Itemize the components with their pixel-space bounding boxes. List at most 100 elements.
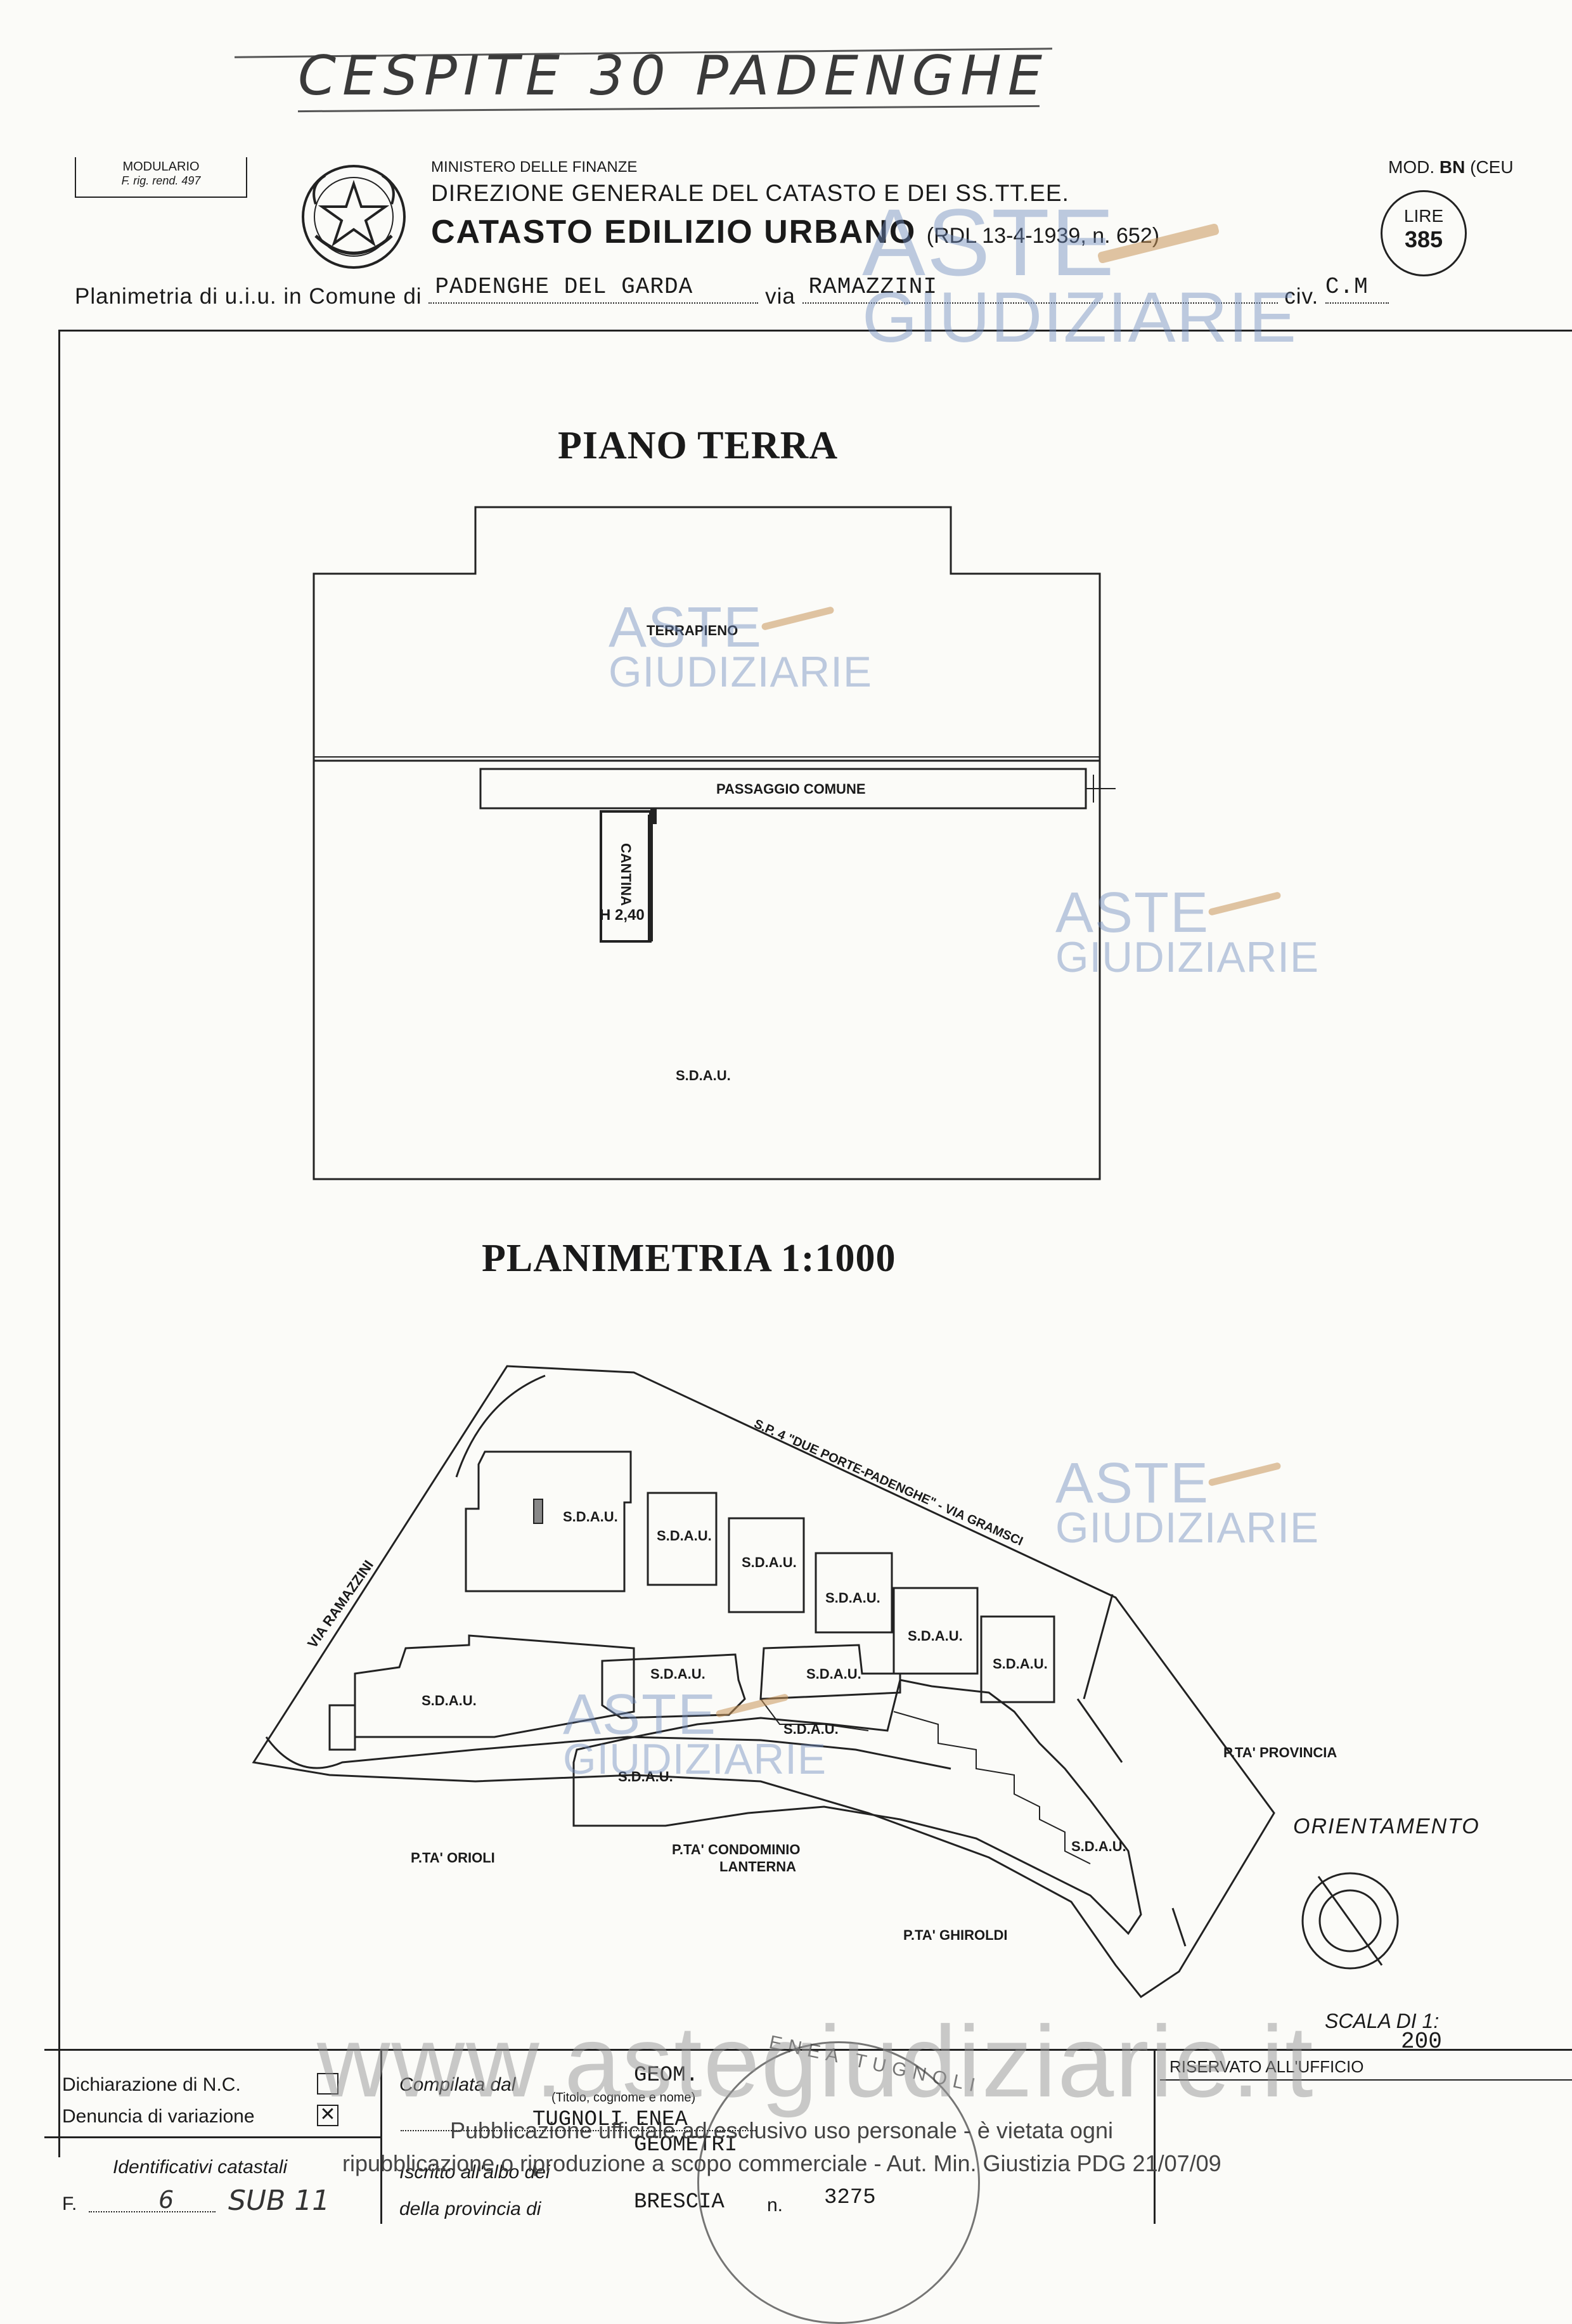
watermark-2: ASTE GIUDIZIARIE (609, 596, 873, 696)
orientation-circle-inner (1318, 1889, 1382, 1953)
footer-row-rule (44, 2136, 380, 2138)
foglio-label: F. (62, 2193, 77, 2214)
watermark-5: ASTE GIUDIZIARIE (563, 1683, 827, 1783)
height-label: H 2,40 (600, 907, 645, 924)
building-9 (354, 1634, 635, 1738)
modulario-label: MODULARIO (122, 160, 200, 174)
watermark-line2: GIUDIZIARIE (1055, 1504, 1320, 1552)
modulario-box: MODULARIO F. rig. rend. 497 (75, 157, 247, 198)
building-4 (815, 1552, 893, 1634)
scala-label: SCALA DI 1: (1325, 2010, 1440, 2032)
foglio-field (89, 2211, 216, 2212)
watermark-line1: ASTE (1055, 881, 1210, 945)
pta-ghiroldi-label: P.TA' GHIROLDI (903, 1927, 1008, 1943)
planimetria-prefix: Planimetria di u.i.u. in Comune di (75, 284, 422, 309)
civ-label: civ. (1284, 284, 1319, 309)
handwritten-title: CESPITE 30 PADENGHE (298, 44, 1049, 108)
sdau-1: S.D.A.U. (563, 1509, 618, 1525)
cantina-label: CANTINA (618, 843, 634, 906)
building-5 (892, 1587, 979, 1675)
catasto-title: CATASTO EDILIZIO URBANO (431, 214, 917, 250)
comune-value: PADENGHE DEL GARDA (435, 274, 693, 300)
sdau-10: S.D.A.U. (783, 1721, 839, 1737)
identificativi-label: Identificativi catastali (113, 2157, 288, 2178)
pta-provincia-label: P.TA' PROVINCIA (1223, 1745, 1337, 1760)
via-value: RAMAZZINI (808, 274, 937, 300)
watermark-4: ASTE GIUDIZIARIE (1055, 1452, 1320, 1552)
watermark-3: ASTE GIUDIZIARIE (1055, 881, 1320, 981)
pta-orioli-label: P.TA' ORIOLI (411, 1850, 495, 1866)
sdau-2: S.D.A.U. (657, 1528, 712, 1544)
watermark-line1: ASTE (609, 596, 763, 659)
modulario-ref: F. rig. rend. 497 (121, 174, 201, 187)
watermark-line2: GIUDIZIARIE (563, 1736, 827, 1783)
dichiarazione-checkbox[interactable] (317, 2073, 338, 2095)
site-plan (252, 1365, 1399, 1999)
sdau-11: S.D.A.U. (618, 1769, 673, 1785)
mod-suffix: (CEU (1470, 157, 1514, 177)
floor-plan-outline (312, 506, 1101, 1180)
website-watermark: www.astegiudiziarie.it (317, 2004, 1315, 2118)
floor-sdau-label: S.D.A.U. (676, 1068, 731, 1083)
watermark-line1: ASTE (1055, 1452, 1210, 1515)
sdau-9: S.D.A.U. (422, 1693, 477, 1708)
geom-value: GEOM. (634, 2063, 699, 2088)
watermark-line2: GIUDIZIARIE (1055, 934, 1320, 981)
watermark-line1: ASTE (563, 1683, 718, 1746)
sdau-5: S.D.A.U. (908, 1628, 963, 1644)
watermark-line2: GIUDIZIARIE (862, 277, 1298, 357)
orientation-circle-outer (1301, 1872, 1399, 1970)
riservato-rule (1160, 2079, 1572, 2081)
direzione-label: DIREZIONE GENERALE DEL CATASTO E DEI SS.… (431, 180, 1069, 206)
lire-stamp: LIRE 385 (1381, 190, 1467, 276)
terrapieno-label: TERRAPIENO (647, 623, 738, 638)
lire-value: 385 (1404, 226, 1443, 252)
comune-field: PADENGHE DEL GARDA (428, 274, 759, 304)
building-6 (980, 1615, 1055, 1703)
disclaimer-line2: ripubblicazione o riproduzione a scopo c… (342, 2150, 1221, 2176)
passaggio-label: PASSAGGIO COMUNE (716, 781, 866, 797)
footer-divider-left (380, 2049, 382, 2224)
civ-value: C.M (1325, 274, 1369, 300)
planimetria-title: PLANIMETRIA 1:1000 (482, 1237, 896, 1280)
piano-terra-title: PIANO TERRA (558, 424, 839, 467)
footer-divider-right (1154, 2049, 1156, 2224)
watermark-1: ASTE GIUDIZIARIE (862, 195, 1298, 357)
provincia-label: della provincia di (399, 2198, 541, 2219)
name-value: TUGNOLI ENEA (532, 2108, 688, 2132)
name-field (401, 2130, 756, 2131)
denuncia-label: Denuncia di variazione (62, 2106, 255, 2127)
dichiarazione-label: Dichiarazione di N.C. (62, 2074, 241, 2095)
planimetria-line: Planimetria di u.i.u. in Comune di PADEN… (75, 274, 1389, 309)
mod-prefix: MOD. (1388, 157, 1435, 177)
watermark-line2: GIUDIZIARIE (609, 649, 873, 696)
lire-label: LIRE (1403, 206, 1444, 226)
via-field: RAMAZZINI (802, 274, 1278, 304)
lanterna-label: LANTERNA (719, 1859, 796, 1875)
sdau-4: S.D.A.U. (825, 1590, 880, 1606)
riservato-label: RISERVATO ALL'UFFICIO (1169, 2057, 1364, 2076)
mod-label: MOD. BN (CEU (1388, 157, 1514, 178)
disclaimer-line1: Pubblicazione ufficiale ad esclusivo uso… (450, 2117, 1113, 2143)
sdau-8: S.D.A.U. (806, 1666, 861, 1682)
drawings-canvas (252, 506, 1399, 1999)
via-label: via (765, 284, 796, 309)
foglio-value: 6 (158, 2186, 174, 2214)
titolo-note: (Titolo, cognome e nome) (551, 2091, 696, 2105)
unit-marker (533, 1499, 543, 1524)
ministry-label: MINISTERO DELLE FINANZE (431, 158, 638, 176)
building-3 (728, 1517, 805, 1613)
catasto-law: (RDL 13-4-1939, n. 652) (926, 224, 1160, 248)
sdau-12: S.D.A.U. (1071, 1838, 1126, 1854)
site-boundary (252, 1365, 1275, 1999)
catasto-heading: CATASTO EDILIZIO URBANO (RDL 13-4-1939, … (431, 213, 1159, 251)
building-2 (647, 1492, 718, 1586)
pta-condominio-label: P.TA' CONDOMINIO (672, 1842, 801, 1857)
drawing-frame (58, 330, 1572, 2157)
sub-value: SUB 11 (228, 2185, 330, 2217)
mod-code: BN (1439, 157, 1466, 177)
sdau-6: S.D.A.U. (993, 1656, 1048, 1672)
denuncia-checkbox[interactable]: ✕ (317, 2105, 338, 2126)
sdau-7: S.D.A.U. (650, 1666, 705, 1682)
building-1 (465, 1450, 632, 1592)
